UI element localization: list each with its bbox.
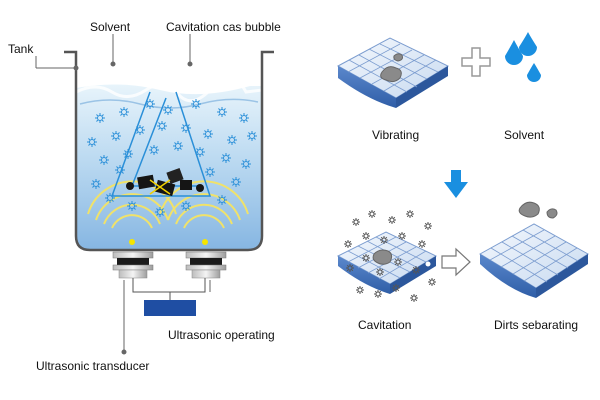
label-ultrasonic-transducer: Ultrasonic transducer: [36, 359, 150, 373]
ultrasonic-waves: [87, 180, 249, 229]
bubble-star: [362, 254, 370, 262]
bubble-star: [392, 284, 400, 292]
bubble-star: [203, 129, 213, 139]
bubble-star: [195, 147, 205, 157]
dirt-particles: [126, 167, 204, 197]
bubble-star: [356, 286, 364, 294]
bubble-star: [95, 113, 105, 123]
bubble-star: [135, 125, 145, 135]
dirt-icon: [380, 66, 402, 83]
bubble-star: [191, 99, 201, 109]
bubble-star: [374, 290, 382, 298]
label-solvent-right: Solvent: [504, 128, 545, 142]
bubble-star: [241, 159, 251, 169]
bubble-star: [99, 155, 109, 165]
ultrasonic-transducer-right: [185, 251, 227, 279]
bubble-star: [127, 201, 137, 211]
label-dirts-separating: Dirts sebarating: [494, 318, 579, 332]
bubble-star: [247, 131, 257, 141]
bubble-star: [346, 264, 354, 272]
bubble-star: [181, 201, 191, 211]
water-surface: [75, 76, 263, 103]
bubble-star: [123, 149, 133, 159]
cavitation-stars: [344, 210, 436, 302]
tank-wall: [64, 50, 274, 252]
bubble-star: [115, 165, 125, 175]
transducer-wires: [132, 278, 206, 300]
bubble-star: [145, 99, 155, 109]
ultrasonic-transducer-left: [112, 251, 154, 279]
label-ultrasonic-operating: Ultrasonic operating: [168, 328, 275, 342]
pointer-lines: [35, 34, 211, 355]
bubble-star: [205, 167, 215, 177]
bubble-star: [398, 232, 406, 240]
bubble-star: [424, 222, 432, 230]
label-cavitation: Cavitation: [358, 318, 412, 332]
bubble-star: [406, 210, 414, 218]
bubble-star: [173, 141, 183, 151]
plate-cavitation: [336, 231, 438, 294]
bubble-star: [105, 193, 115, 203]
bubble-star: [410, 294, 418, 302]
bubble-star: [231, 177, 241, 187]
plate-vibrating: [336, 37, 450, 108]
bubble-star: [217, 195, 227, 205]
bubble-star: [163, 105, 173, 115]
label-cavitation-bubble: Cavitation cas bubble: [166, 20, 281, 34]
bubble-star: [87, 137, 97, 147]
solvent-water: [76, 84, 262, 250]
separated-dirt: [518, 201, 558, 219]
bubble-star: [217, 107, 227, 117]
label-vibrating: Vibrating: [372, 128, 420, 142]
bubble-star: [149, 145, 159, 155]
bubble-star: [227, 135, 237, 145]
bubble-star: [428, 278, 436, 286]
bubble-star: [412, 266, 420, 274]
bubble-star: [352, 218, 360, 226]
bubble-star: [418, 240, 426, 248]
arrow-down-icon: [444, 170, 468, 198]
label-solvent: Solvent: [90, 20, 131, 34]
bubble-star: [181, 123, 191, 133]
label-tank: Tank: [8, 42, 34, 56]
bubble-star: [362, 232, 370, 240]
bubble-star: [394, 258, 402, 266]
bubble-star: [344, 240, 352, 248]
bubble-star: [380, 236, 388, 244]
bubble-star: [157, 121, 167, 131]
bubble-star: [239, 113, 249, 123]
bubble-star: [376, 268, 384, 276]
bubble-star: [119, 107, 129, 117]
droplets-icon: [505, 32, 541, 82]
bubble-star: [221, 153, 231, 163]
plate-clean: [479, 223, 589, 298]
transducer-point-left: [129, 239, 135, 245]
bubble-star: [368, 210, 376, 218]
transducer-point-right: [202, 239, 208, 245]
ultrasonic-generator: [144, 300, 196, 316]
tank: [64, 50, 274, 252]
arrow-right-icon: [441, 247, 471, 277]
cavitation-bubbles: [87, 99, 257, 217]
bubble-star: [111, 131, 121, 141]
bubble-star: [91, 179, 101, 189]
plus-icon: [461, 47, 491, 77]
bubble-star: [155, 207, 165, 217]
bubble-star: [388, 216, 396, 224]
